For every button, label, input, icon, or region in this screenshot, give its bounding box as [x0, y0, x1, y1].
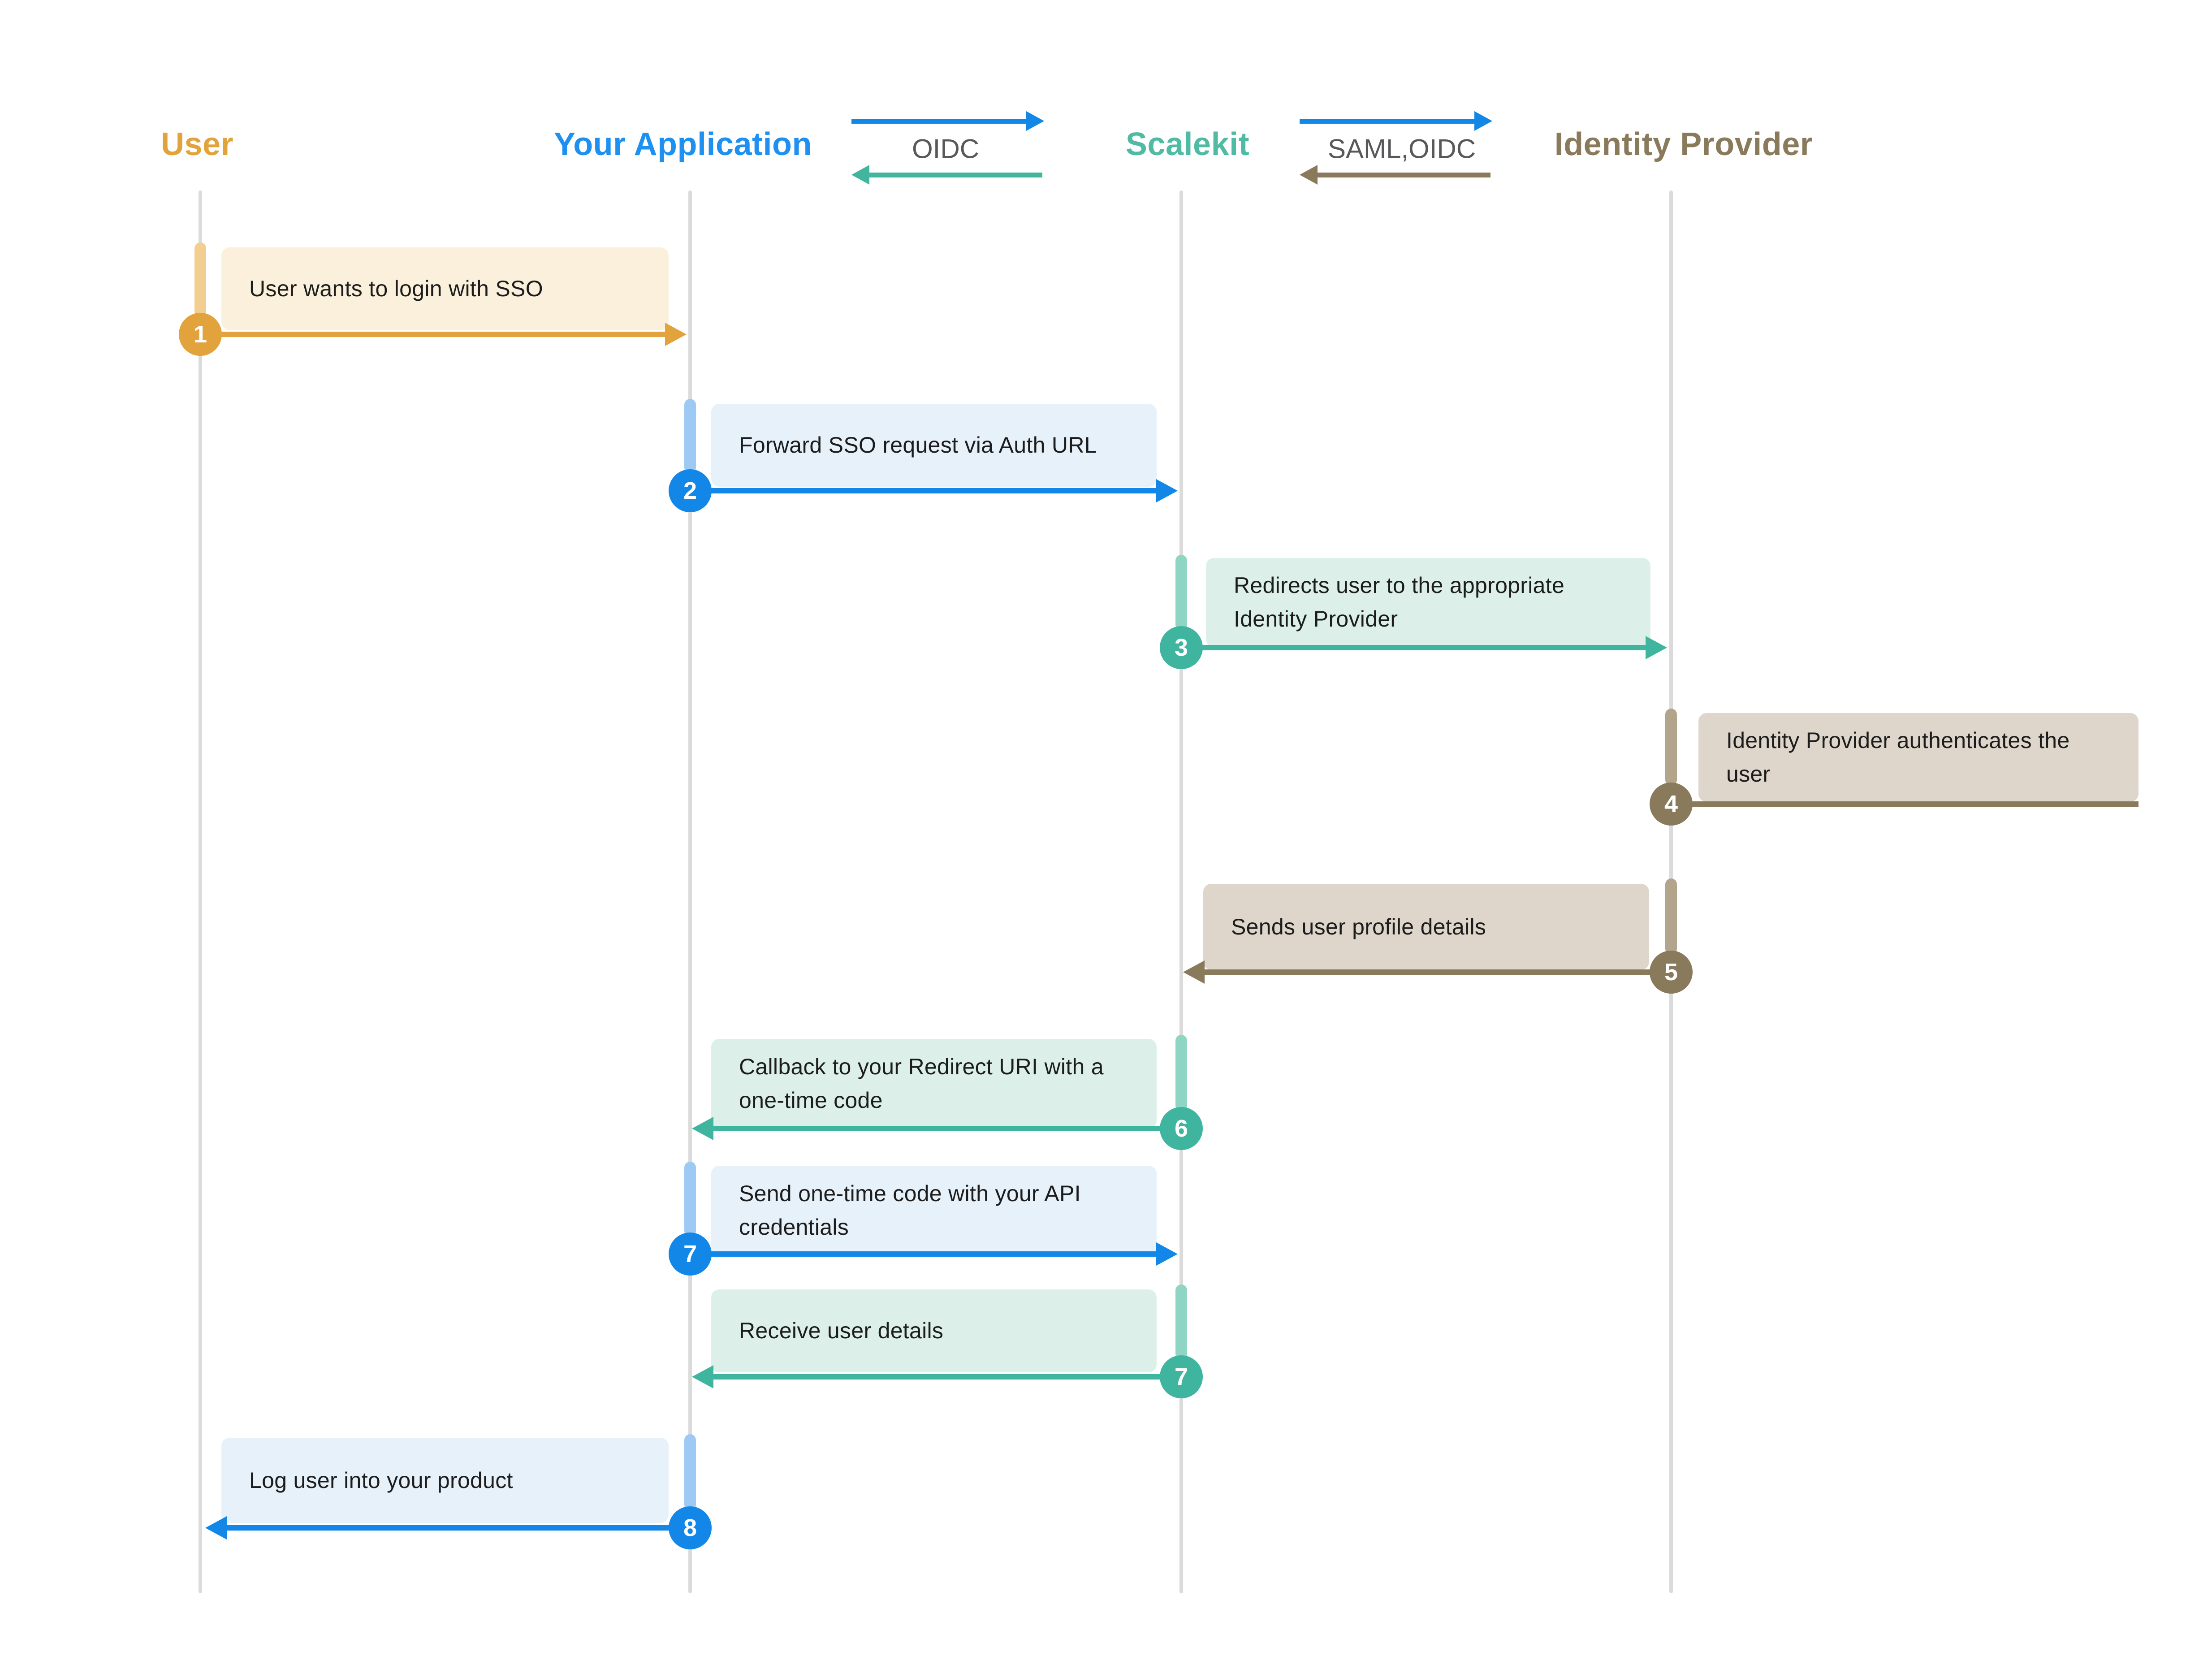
- arrowhead-left-icon: [692, 1365, 713, 1388]
- protocol-oidc-return-arrow: [869, 173, 1042, 177]
- message-box: Sends user profile details: [1203, 884, 1649, 970]
- lifeline-scalekit: [1179, 190, 1183, 1593]
- message-label: Log user into your product: [249, 1467, 513, 1493]
- activation-bar: [1175, 555, 1187, 630]
- message-arrow-line: [200, 332, 665, 337]
- message-arrow-line: [1181, 645, 1646, 650]
- message-box: Callback to your Redirect URI with a one…: [711, 1039, 1157, 1129]
- activation-bar: [1175, 1284, 1187, 1359]
- message-arrow-line: [1205, 969, 1671, 975]
- activation-bar: [684, 1434, 696, 1510]
- arrowhead-left-icon: [692, 1117, 713, 1140]
- arrowhead-right-icon: [1026, 111, 1044, 131]
- step-number-badge: 8: [669, 1506, 712, 1549]
- message-box: Log user into your product: [221, 1438, 669, 1523]
- message-label: Identity Provider authenticates the user: [1726, 728, 2070, 787]
- protocol-saml-return-arrow: [1318, 173, 1491, 177]
- actor-header-your-application: Your Application: [554, 126, 812, 162]
- message-label: Receive user details: [739, 1318, 944, 1343]
- arrowhead-right-icon: [1474, 111, 1492, 131]
- arrowhead-right-icon: [1156, 1242, 1178, 1266]
- actor-header-scalekit: Scalekit: [1125, 126, 1250, 162]
- step-number-badge: 5: [1650, 951, 1693, 994]
- message-arrow-line: [713, 1374, 1181, 1380]
- protocol-label-oidc: OIDC: [912, 134, 979, 164]
- actor-header-identity-provider: Identity Provider: [1554, 126, 1813, 162]
- message-box: Redirects user to the appropriate Identi…: [1206, 558, 1650, 647]
- message-box: User wants to login with SSO: [221, 247, 669, 330]
- step-number-badge: 7: [1160, 1355, 1203, 1398]
- activation-bar: [1665, 878, 1677, 955]
- arrowhead-right-icon: [1156, 479, 1178, 502]
- step-number-badge: 6: [1160, 1107, 1203, 1150]
- message-line: [1671, 801, 2139, 807]
- message-box: Send one-time code with your API credent…: [711, 1166, 1157, 1255]
- arrowhead-left-icon: [1300, 165, 1318, 185]
- arrowhead-left-icon: [1183, 960, 1205, 984]
- arrowhead-left-icon: [851, 165, 869, 185]
- activation-bar: [684, 1162, 696, 1237]
- activation-bar: [1175, 1035, 1187, 1111]
- lifeline-user: [199, 190, 202, 1593]
- lifeline-your-application: [688, 190, 692, 1593]
- activation-bar: [1665, 709, 1677, 786]
- message-label: Forward SSO request via Auth URL: [739, 432, 1097, 458]
- message-label: User wants to login with SSO: [249, 276, 543, 301]
- protocol-saml-forward-arrow: [1300, 119, 1474, 124]
- message-arrow-line: [713, 1126, 1181, 1131]
- message-box: Forward SSO request via Auth URL: [711, 404, 1157, 487]
- step-number-badge: 3: [1160, 626, 1203, 669]
- activation-bar: [684, 399, 696, 473]
- step-number-badge: 7: [669, 1233, 712, 1276]
- arrowhead-right-icon: [1646, 636, 1667, 659]
- message-box: Identity Provider authenticates the user: [1698, 713, 2139, 802]
- message-box: Receive user details: [711, 1289, 1157, 1372]
- step-number-badge: 1: [179, 313, 222, 356]
- arrowhead-left-icon: [205, 1516, 227, 1540]
- message-arrow-line: [227, 1525, 690, 1531]
- actor-header-user: User: [160, 126, 234, 162]
- protocol-oidc-forward-arrow: [851, 119, 1026, 124]
- step-number-badge: 4: [1650, 783, 1693, 826]
- activation-bar: [194, 242, 206, 318]
- message-label: Sends user profile details: [1231, 914, 1486, 939]
- message-arrow-line: [690, 1251, 1156, 1257]
- protocol-label-saml-oidc: SAML,OIDC: [1327, 134, 1476, 164]
- message-label: Send one-time code with your API credent…: [739, 1181, 1081, 1240]
- step-number-badge: 2: [669, 469, 712, 512]
- arrowhead-right-icon: [665, 323, 687, 346]
- message-label: Callback to your Redirect URI with a one…: [739, 1054, 1104, 1113]
- message-arrow-line: [690, 488, 1156, 493]
- message-label: Redirects user to the appropriate Identi…: [1234, 573, 1565, 631]
